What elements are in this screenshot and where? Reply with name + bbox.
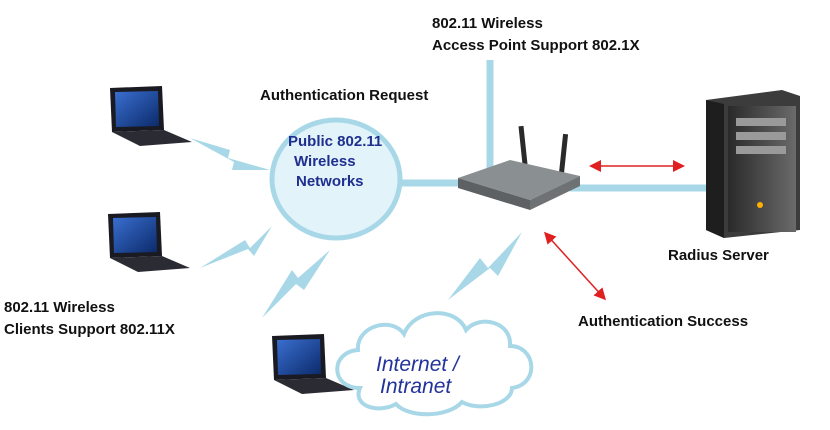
access-point-label-line2: Access Point Support 802.1X <box>432 36 640 55</box>
hub-text: Public 802.11 Wireless Networks <box>278 122 406 232</box>
network-links <box>400 60 710 188</box>
cloud-label-line2: Intranet <box>380 376 496 398</box>
clients-label-line2: Clients Support 802.11X <box>4 320 175 339</box>
hub-label-line3: Networks <box>296 172 406 192</box>
auth-request-label: Authentication Request <box>260 86 428 105</box>
access-point-label-line1: 802.11 Wireless <box>432 14 543 33</box>
auth-success-label: Authentication Success <box>578 312 748 331</box>
server-tower-icon <box>706 90 800 238</box>
clients-label-line1: 802.11 Wireless <box>4 298 115 317</box>
auth-success-arrow <box>546 234 604 298</box>
hub-label-line1: Public 802.11 <box>288 132 406 152</box>
cloud-label-line1: Internet / <box>376 354 496 376</box>
radius-server-label: Radius Server <box>668 246 769 265</box>
hub-label-line2: Wireless <box>294 152 406 172</box>
laptop-icon <box>108 212 190 272</box>
cloud-label: Internet / Intranet <box>376 354 496 398</box>
laptop-icon <box>110 86 192 146</box>
wireless-router-icon <box>458 126 580 210</box>
